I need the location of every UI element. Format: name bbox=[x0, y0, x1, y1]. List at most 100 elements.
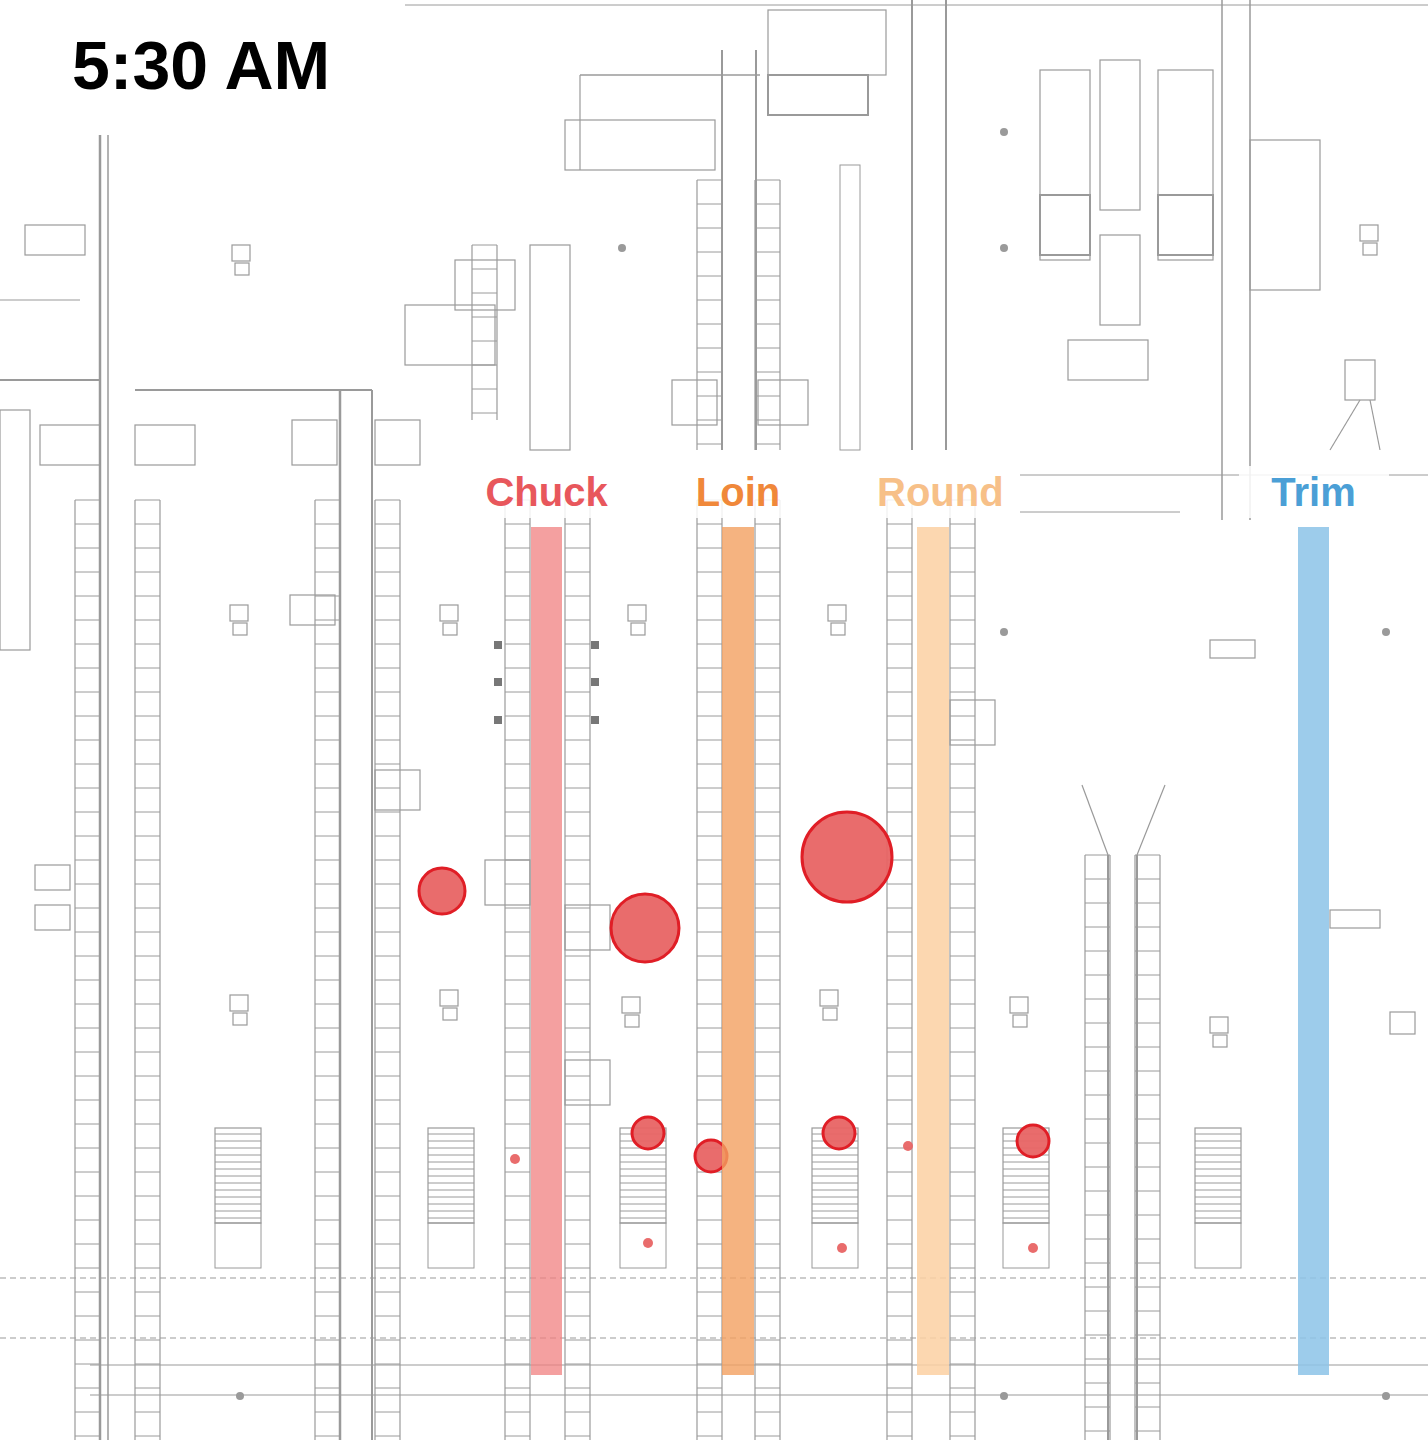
plan-line bbox=[99, 135, 102, 1440]
plan-line bbox=[375, 620, 400, 621]
plan-post bbox=[494, 678, 502, 686]
plan-line bbox=[75, 1172, 100, 1173]
plan-line bbox=[950, 1268, 975, 1269]
plan-line bbox=[1195, 1197, 1241, 1198]
plan-line bbox=[564, 500, 565, 1440]
plan-line bbox=[0, 1337, 1428, 1338]
plan-line bbox=[75, 1004, 100, 1005]
plan-post bbox=[494, 716, 502, 724]
plan-line bbox=[375, 956, 400, 957]
plan-line bbox=[887, 956, 912, 957]
plan-line bbox=[620, 1134, 666, 1135]
plan-line bbox=[1135, 1095, 1160, 1096]
plan-line bbox=[315, 1124, 340, 1125]
plan-line bbox=[75, 788, 100, 789]
plan-line bbox=[580, 74, 760, 76]
plan-line bbox=[620, 1148, 666, 1149]
plan-line bbox=[697, 348, 722, 349]
plan-line bbox=[565, 1148, 590, 1149]
plan-line bbox=[375, 908, 400, 909]
plan-line bbox=[75, 1244, 100, 1245]
plan-equipment bbox=[485, 860, 530, 905]
plan-line bbox=[505, 1100, 530, 1101]
plan-line bbox=[375, 500, 400, 501]
plan-line bbox=[1085, 999, 1110, 1000]
plan-line bbox=[1085, 1143, 1110, 1144]
plan-line bbox=[315, 596, 340, 597]
plan-line bbox=[755, 396, 780, 397]
plan-line bbox=[812, 1148, 858, 1149]
plan-line bbox=[1159, 855, 1160, 1440]
plan-line bbox=[755, 228, 780, 229]
plan-line bbox=[135, 1292, 160, 1293]
plan-line bbox=[697, 788, 722, 789]
plan-line bbox=[135, 524, 160, 525]
plan-line bbox=[315, 1004, 340, 1005]
plan-line bbox=[620, 1190, 666, 1191]
plan-line bbox=[75, 524, 100, 525]
plan-line bbox=[887, 1220, 912, 1221]
plan-line bbox=[887, 1172, 912, 1173]
plan-line bbox=[565, 1100, 590, 1101]
plan-line bbox=[375, 812, 400, 813]
plan-line bbox=[135, 548, 160, 549]
plan-line bbox=[135, 764, 160, 765]
plan-line bbox=[887, 1004, 912, 1005]
plan-line bbox=[755, 620, 780, 621]
plan-line bbox=[215, 1169, 261, 1170]
plan-line bbox=[1085, 1287, 1110, 1288]
plan-line bbox=[428, 1197, 474, 1198]
plan-line bbox=[75, 740, 100, 741]
plan-line bbox=[950, 788, 975, 789]
plan-line bbox=[375, 1364, 400, 1365]
plan-line bbox=[315, 716, 340, 717]
plan-line bbox=[950, 812, 975, 813]
plan-line bbox=[697, 204, 722, 205]
plan-line bbox=[887, 596, 912, 597]
plan-line bbox=[697, 812, 722, 813]
plan-line bbox=[375, 1100, 400, 1101]
plan-line bbox=[135, 620, 160, 621]
plan-line bbox=[755, 252, 780, 253]
plan-line bbox=[428, 1162, 474, 1163]
plan-line bbox=[135, 1148, 160, 1149]
plan-line bbox=[505, 980, 530, 981]
plan-line bbox=[887, 860, 912, 861]
plan-line bbox=[697, 1220, 722, 1221]
plan-line bbox=[505, 668, 530, 669]
plan-line bbox=[135, 956, 160, 957]
plan-column bbox=[618, 244, 626, 252]
plan-line bbox=[1135, 999, 1160, 1000]
plan-line bbox=[755, 596, 780, 597]
plan-line bbox=[135, 716, 160, 717]
plan-equipment bbox=[40, 425, 100, 465]
plan-line bbox=[135, 1244, 160, 1245]
plan-equipment bbox=[628, 605, 646, 621]
plan-line bbox=[887, 668, 912, 669]
plan-line bbox=[375, 1076, 400, 1077]
plan-line bbox=[135, 692, 160, 693]
plan-line bbox=[1085, 1047, 1110, 1048]
plan-line bbox=[620, 1141, 666, 1142]
plan-line bbox=[950, 860, 975, 861]
plan-line bbox=[950, 1028, 975, 1029]
plan-line bbox=[135, 1316, 160, 1317]
plan-line bbox=[1135, 1431, 1160, 1432]
plan-line bbox=[375, 788, 400, 789]
plan-line bbox=[90, 1364, 1428, 1365]
plan-line bbox=[950, 1316, 975, 1317]
plan-line bbox=[1085, 1359, 1110, 1360]
plan-line bbox=[755, 372, 780, 373]
plan-line bbox=[1135, 975, 1160, 976]
plan-line bbox=[134, 500, 135, 1440]
plan-line bbox=[950, 668, 975, 669]
plan-line bbox=[565, 980, 590, 981]
plan-equipment bbox=[820, 990, 838, 1006]
plan-line bbox=[755, 1412, 780, 1413]
plan-equipment bbox=[1158, 195, 1213, 255]
plan-line bbox=[887, 1316, 912, 1317]
plan-line bbox=[565, 668, 590, 669]
plan-equipment bbox=[1040, 195, 1090, 255]
plan-line bbox=[375, 860, 400, 861]
plan-line bbox=[755, 644, 780, 645]
